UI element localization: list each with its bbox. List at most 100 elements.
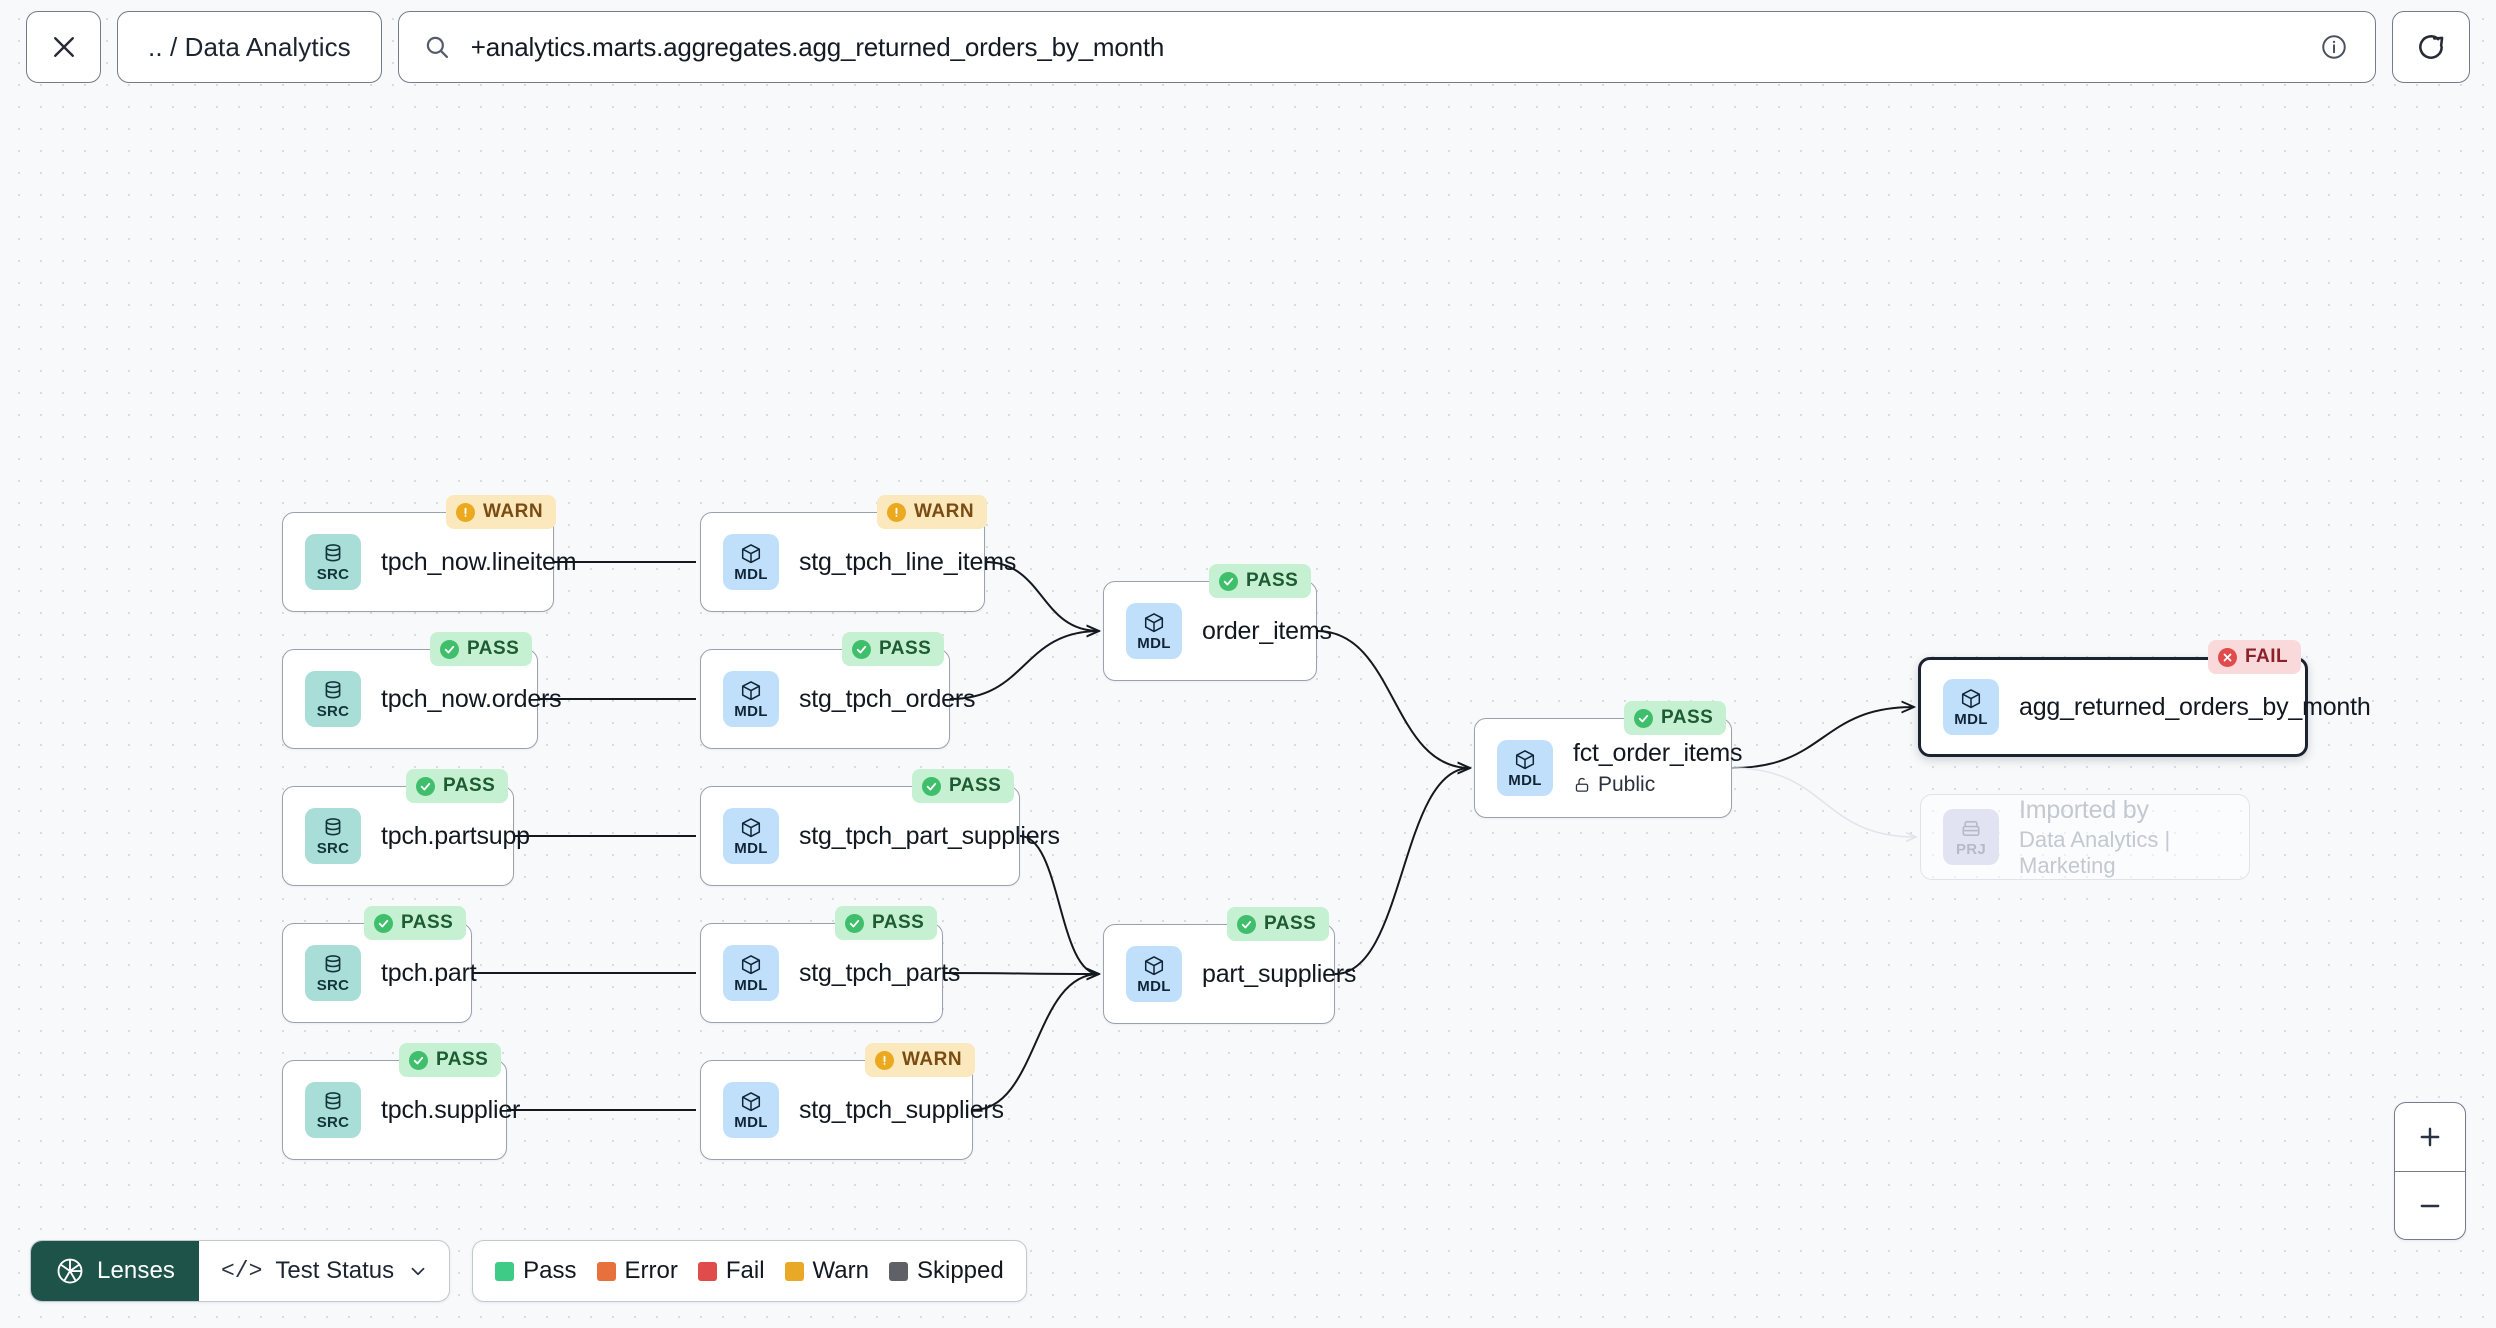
node-label: stg_tpch_parts — [799, 958, 961, 987]
status-dot-icon — [852, 639, 871, 659]
status-badge-label: PASS — [1264, 913, 1317, 934]
node-type-abbr: MDL — [1137, 635, 1171, 652]
edge-fct_order_items-to-imported_by_project — [1731, 767, 1916, 837]
lineage-node-tpch_partsupp[interactable]: SRC tpch.partsupp — [282, 786, 530, 886]
bottom-toolbar: Lenses </> Test Status Pass Error Fail Warn… — [30, 1240, 1027, 1302]
node-type-abbr: MDL — [734, 703, 768, 720]
edge-stg_tpch_parts-to-part_suppliers — [942, 972, 1100, 975]
cube-icon — [741, 955, 761, 975]
zoom-in-button[interactable] — [2395, 1103, 2465, 1171]
lineage-node-stg_tpch_parts[interactable]: MDL stg_tpch_parts — [700, 923, 960, 1023]
node-type-chip-mdl: MDL — [723, 534, 779, 590]
status-badge-fail: FAIL — [2208, 640, 2302, 674]
node-type-chip-mdl: MDL — [723, 808, 779, 864]
status-dot-icon — [416, 776, 435, 796]
status-dot-icon — [2218, 647, 2237, 667]
cube-icon — [1515, 750, 1535, 770]
node-text: tpch.partsupp — [381, 822, 530, 851]
node-label: stg_tpch_part_suppliers — [799, 821, 1060, 850]
cube-icon — [1144, 613, 1164, 633]
node-type-abbr: SRC — [316, 1114, 350, 1131]
status-dot-icon — [440, 639, 459, 659]
node-label: tpch.supplier — [381, 1095, 521, 1124]
close-button[interactable] — [26, 11, 101, 83]
status-dot-icon — [1237, 914, 1256, 934]
cube-icon — [741, 1092, 761, 1112]
info-icon[interactable] — [2319, 32, 2349, 62]
search-bar[interactable] — [397, 11, 2376, 83]
legend-item-pass[interactable]: Pass — [495, 1257, 577, 1285]
legend-item-warn[interactable]: Warn — [784, 1257, 869, 1285]
status-badge-warn: WARN — [865, 1043, 976, 1077]
project-archive-icon — [1962, 821, 1980, 837]
zoom-out-button[interactable] — [2395, 1171, 2465, 1239]
legend-swatch — [697, 1261, 717, 1281]
status-badge-pass: PASS — [399, 1043, 502, 1077]
node-type-chip-src: SRC — [305, 1082, 361, 1138]
status-badge-pass: PASS — [842, 632, 945, 666]
status-dot-icon — [409, 1050, 428, 1070]
node-text: tpch_now.lineitem — [381, 548, 577, 577]
lenses-button[interactable]: Lenses — [31, 1241, 199, 1301]
node-type-chip-mdl: MDL — [1126, 603, 1182, 659]
node-text: stg_tpch_orders — [799, 685, 975, 714]
database-icon — [325, 1092, 341, 1110]
node-type-abbr: SRC — [316, 977, 350, 994]
status-badge-label: PASS — [1661, 707, 1714, 728]
legend-item-error[interactable]: Error — [596, 1257, 678, 1285]
node-type-abbr: MDL — [734, 566, 768, 583]
database-icon — [325, 544, 341, 562]
status-badge-label: PASS — [467, 638, 520, 659]
node-label: part_suppliers — [1202, 959, 1357, 988]
status-dot-icon — [374, 913, 393, 933]
legend-item-skipped[interactable]: Skipped — [888, 1257, 1004, 1285]
node-type-chip-src: SRC — [305, 671, 361, 727]
node-label: tpch.part — [381, 958, 477, 987]
edge-stg_tpch_part_suppliers-to-part_suppliers — [1019, 835, 1099, 974]
database-icon — [325, 681, 341, 699]
status-dot-icon — [887, 502, 906, 522]
legend-swatch — [596, 1261, 616, 1281]
status-dot-icon — [456, 502, 475, 522]
breadcrumb[interactable]: .. / Data Analytics — [117, 11, 382, 83]
refresh-button[interactable] — [2392, 11, 2470, 83]
node-type-abbr: SRC — [316, 840, 350, 857]
status-badge-pass: PASS — [406, 769, 509, 803]
status-badge-pass: PASS — [430, 632, 533, 666]
node-type-chip-mdl: MDL — [723, 1082, 779, 1138]
status-badge-label: PASS — [1246, 570, 1299, 591]
legend-swatch — [784, 1261, 804, 1281]
node-type-chip-mdl: MDL — [723, 945, 779, 1001]
node-type-chip-mdl: MDL — [1497, 740, 1553, 796]
database-icon — [325, 818, 341, 836]
test-status-dropdown[interactable]: </> Test Status — [199, 1241, 449, 1301]
node-type-chip-mdl: MDL — [723, 671, 779, 727]
plus-icon — [2420, 1127, 2440, 1147]
status-badge-label: FAIL — [2245, 646, 2289, 667]
close-icon — [53, 37, 74, 57]
search-input[interactable] — [468, 30, 2301, 64]
node-type-chip-src: SRC — [305, 534, 361, 590]
status-badge-label: WARN — [902, 1049, 963, 1070]
status-legend: Pass Error Fail Warn Skipped — [472, 1240, 1027, 1302]
node-type-chip-prj: PRJ — [1943, 809, 1999, 865]
status-badge-label: WARN — [483, 501, 544, 522]
node-type-abbr: MDL — [734, 1114, 768, 1131]
lineage-node-tpch_supplier[interactable]: SRC tpch.supplier — [282, 1060, 520, 1160]
node-type-abbr: MDL — [734, 840, 768, 857]
legend-label: Skipped — [916, 1257, 1004, 1284]
status-dot-icon — [875, 1050, 894, 1070]
node-text: tpch.supplier — [381, 1096, 520, 1125]
status-badge-warn: WARN — [446, 495, 557, 529]
cube-icon — [1144, 956, 1164, 976]
node-text: tpch.part — [381, 958, 477, 988]
breadcrumb-label: .. / Data Analytics — [148, 31, 351, 62]
status-badge-pass: PASS — [1227, 907, 1330, 941]
legend-item-fail[interactable]: Fail — [697, 1257, 765, 1285]
edge-fct_order_items-to-agg_returned_orders — [1731, 707, 1914, 769]
cube-icon — [741, 681, 761, 701]
node-label: order_items — [1202, 616, 1332, 645]
